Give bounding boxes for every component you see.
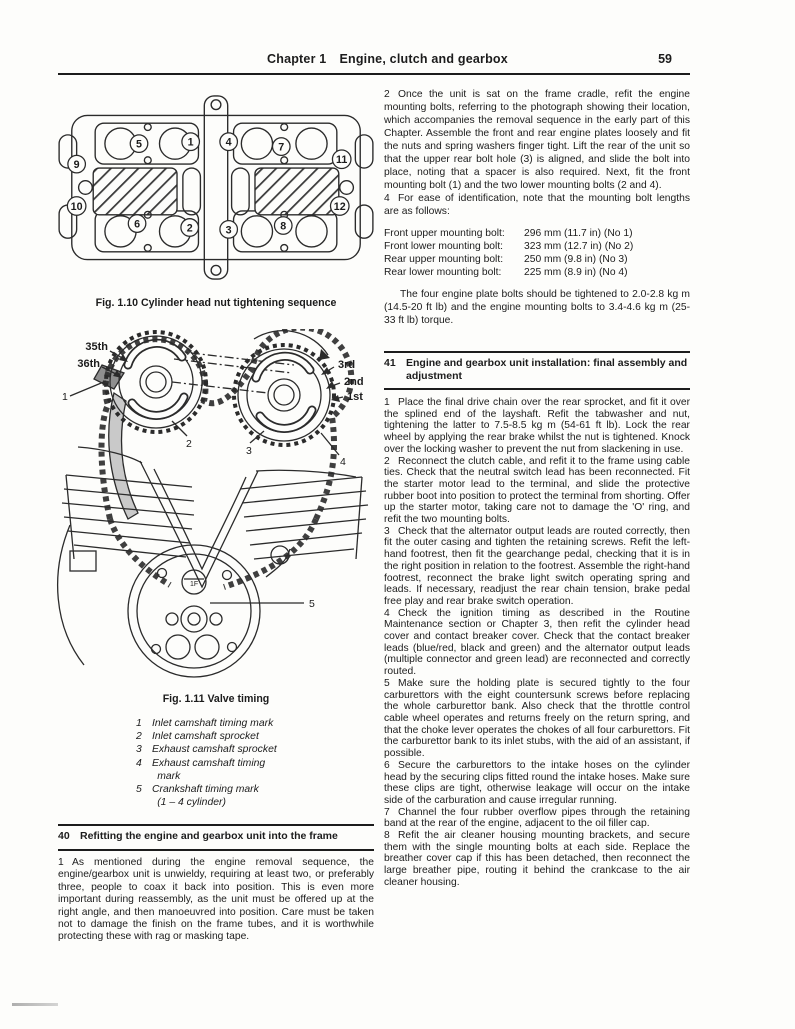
svg-text:8: 8 <box>280 220 286 232</box>
fig-1-11-valve-timing-diagram: 35th 36th 3rd 2nd 1st 1 2 3 4 5 1F <box>57 329 369 678</box>
fig-1-10-cylinder-head-diagram: 1 2 3 4 5 6 7 8 9 10 11 12 <box>58 95 374 280</box>
chapter-heading: Chapter 1 Engine, clutch and gearbox <box>267 52 508 66</box>
table-row: Rear lower mounting bolt:225 mm (8.9 in)… <box>384 267 628 278</box>
svg-text:9: 9 <box>74 159 80 171</box>
section-40-heading: 40 Refitting the engine and gearbox unit… <box>58 824 374 851</box>
label-35th: 35th <box>85 341 108 353</box>
fig-1-10-caption: Fig. 1.10 Cylinder head nut tightening s… <box>95 297 337 309</box>
svg-text:11: 11 <box>336 154 347 166</box>
fig-1-11-annotations: 35th 36th 3rd 2nd 1st <box>77 341 363 403</box>
bolt-length-table: Front upper mounting bolt:296 mm (11.7 i… <box>384 227 690 279</box>
svg-text:5: 5 <box>309 598 315 610</box>
svg-text:1: 1 <box>188 137 194 149</box>
svg-text:5: 5 <box>136 139 142 151</box>
svg-text:10: 10 <box>71 201 83 213</box>
svg-text:3: 3 <box>226 224 232 236</box>
svg-text:3: 3 <box>246 445 252 457</box>
chapter-label: Chapter 1 <box>267 52 327 66</box>
page-header: Chapter 1 Engine, clutch and gearbox 59 <box>58 52 690 75</box>
label-36th: 36th <box>77 358 100 370</box>
torque-note: The four engine plate bolts should be ti… <box>384 289 690 326</box>
svg-text:12: 12 <box>334 201 346 213</box>
chapter-title: Engine, clutch and gearbox <box>339 52 508 66</box>
scan-artifact <box>12 1003 58 1006</box>
svg-text:6: 6 <box>134 218 140 230</box>
page-number: 59 <box>658 52 672 66</box>
table-row: Rear upper mounting bolt:250 mm (9.8 in)… <box>384 254 628 265</box>
svg-text:2: 2 <box>186 438 192 450</box>
timing-window-mark: 1F <box>190 581 198 588</box>
section-41-heading: 41 Engine and gearbox unit installation:… <box>384 351 690 390</box>
fig-1-11-numbers: 1 2 3 4 5 1F <box>62 391 346 610</box>
fig-1-11-caption: Fig. 1.11 Valve timing <box>162 693 270 705</box>
svg-text:4: 4 <box>226 137 232 149</box>
table-row: Front upper mounting bolt:296 mm (11.7 i… <box>384 228 633 239</box>
label-3rd: 3rd <box>338 359 355 371</box>
left-column: 1 2 3 4 5 6 7 8 9 10 11 12 Fig. 1.10 Cyl <box>57 88 374 944</box>
svg-text:2: 2 <box>187 222 193 234</box>
label-2nd: 2nd <box>344 376 364 388</box>
label-1st: 1st <box>347 391 363 403</box>
svg-text:4: 4 <box>340 456 346 468</box>
svg-text:7: 7 <box>278 141 284 153</box>
tightening-sequence-numbers: 1 2 3 4 5 6 7 8 9 10 11 12 <box>66 132 352 239</box>
svg-text:1: 1 <box>62 391 68 403</box>
table-row: Front lower mounting bolt:323 mm (12.7 i… <box>384 241 634 252</box>
